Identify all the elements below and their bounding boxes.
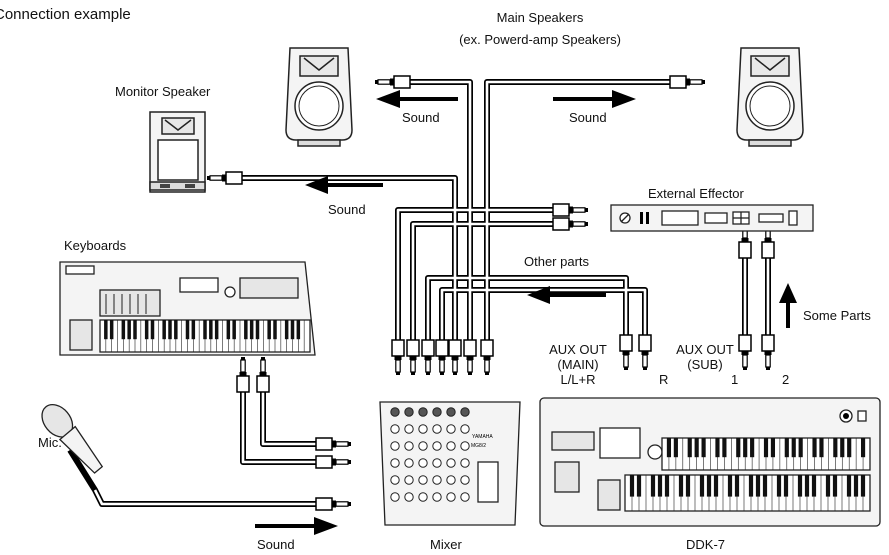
main-speaker-left	[286, 48, 352, 146]
aux-out-main-lr: L/L+R	[548, 372, 608, 388]
main-speakers-sublabel: (ex. Powerd-amp Speakers)	[435, 32, 645, 48]
main-speaker-right	[737, 48, 803, 146]
some-parts-label: Some Parts	[803, 308, 871, 324]
arrow-right-main	[553, 90, 636, 108]
arrow-left-main	[376, 90, 458, 108]
monitor-speaker	[150, 112, 205, 192]
mixer-label: Mixer	[430, 537, 462, 553]
sound-label-monitor: Sound	[328, 202, 366, 218]
sound-label-main-left: Sound	[402, 110, 440, 126]
mixer-model-mark: MG8/2	[471, 443, 486, 449]
sound-label-input: Sound	[257, 537, 295, 553]
monitor-speaker-label: Monitor Speaker	[115, 84, 210, 100]
sound-label-main-right: Sound	[569, 110, 607, 126]
page-title: Connection example	[0, 6, 131, 23]
aux-out-main-sub: (MAIN)	[548, 357, 608, 373]
mixer-brand-mark: YAMAHA	[472, 434, 493, 440]
aux-out-sub-label: AUX OUT	[675, 342, 735, 358]
ddk7-label: DDK-7	[686, 537, 725, 553]
aux-out-main-r: R	[659, 372, 668, 388]
main-speakers-label: Main Speakers	[480, 10, 600, 26]
arrow-up-someparts	[779, 283, 797, 328]
aux-out-sub-2: 2	[782, 372, 789, 388]
arrow-right-bottom	[255, 517, 338, 535]
aux-out-sub-sub: (SUB)	[675, 357, 735, 373]
keyboards-label: Keyboards	[64, 238, 126, 254]
mic-label: Mic.	[38, 435, 62, 451]
ddk7-organ	[540, 398, 880, 526]
aux-out-sub-1: 1	[731, 372, 738, 388]
aux-out-main-label: AUX OUT	[548, 342, 608, 358]
external-effector	[611, 205, 813, 231]
other-parts-label: Other parts	[524, 254, 589, 270]
external-effector-label: External Effector	[648, 186, 744, 202]
